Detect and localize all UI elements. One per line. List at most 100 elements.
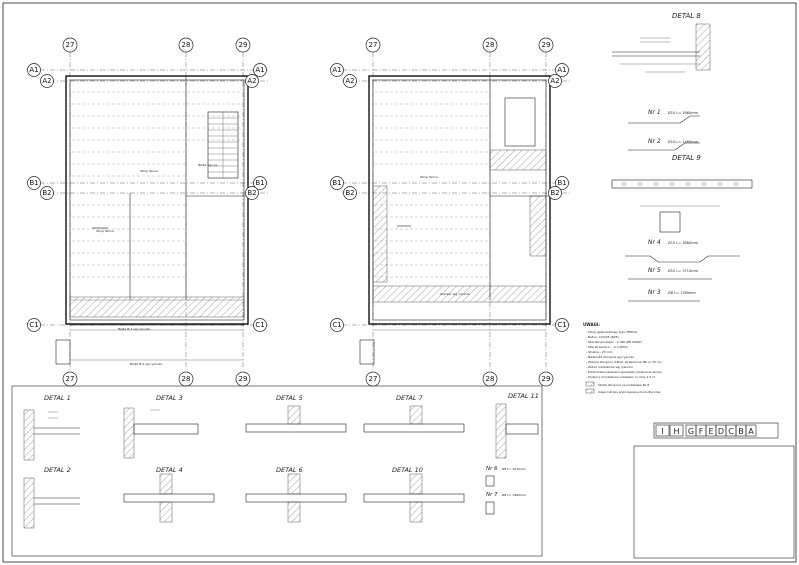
- axis-29-top-right: 29: [542, 41, 551, 49]
- bar-nr1-spec: Ø10 L= 1660mm: [668, 110, 699, 115]
- axis-A2-left-a: A2: [42, 77, 51, 85]
- detail-10: DETAL 10: [363, 466, 465, 523]
- title-block: I H G F E D C B A: [633, 422, 795, 559]
- bar-nr5-label: Nr 5: [648, 267, 661, 274]
- bar-nr3: Nr 3 Ø8 L= 1780mm: [628, 289, 700, 302]
- detail-7-title: DETAL 7: [396, 394, 424, 402]
- left-floor-plan: Strop Teriva Strop Teriva Belka wg rys. …: [40, 52, 268, 372]
- axis-29-bottom-right: 29: [542, 375, 551, 383]
- axis-B1-left-a: B1: [29, 179, 38, 187]
- bar-nr7-label: Nr 7: [486, 492, 498, 498]
- axis-29-top-left: 29: [239, 41, 248, 49]
- bar-nr1: Nr 1 Ø10 L= 1660mm: [628, 109, 700, 124]
- axis-A1-right-a: A1: [255, 66, 264, 74]
- notes-line-10: - Podpory montażowe rozstawić co max 1,5…: [586, 375, 655, 379]
- notes-line-7: - Wieńce zbrojone 4 Ø12, strzemiona Ø6 c…: [586, 359, 662, 364]
- bar-nr2-label: Nr 2: [648, 138, 661, 145]
- legend-hatched-zone: Strefa zbrojona na podstawie Nr 8: [598, 383, 649, 387]
- detail-4: DETAL 4: [123, 466, 215, 523]
- detail-6-title: DETAL 6: [276, 466, 303, 474]
- detail-11-title: DETAL 11: [508, 392, 539, 400]
- detail-8-title: DETAL 8: [672, 12, 701, 20]
- bar-nr7: Nr 7 Ø8 L= 1980mm: [485, 492, 526, 515]
- axis-27-top-left: 27: [66, 41, 75, 49]
- bar-nr4-spec: Ø10 L= 2660mm: [668, 240, 699, 245]
- detail-1-title: DETAL 1: [44, 394, 71, 402]
- revision-letter-D: D: [718, 427, 724, 436]
- axis-A2-right-a: A2: [247, 77, 256, 85]
- axis-28-bottom-right: 28: [486, 375, 495, 383]
- svg-text:Belka B-4 wg rysunku: Belka B-4 wg rysunku: [130, 362, 163, 366]
- detail-4-title: DETAL 4: [156, 466, 183, 474]
- axis-28-top-right: 28: [486, 41, 495, 49]
- axis-29-bottom-left: 29: [239, 375, 248, 383]
- svg-text:Belka wg rys.: Belka wg rys.: [198, 163, 218, 167]
- axis-28-bottom-left: 28: [182, 375, 191, 383]
- axis-B2-right-b: B2: [550, 189, 559, 197]
- detail-5-title: DETAL 5: [276, 394, 303, 402]
- detail-2-title: DETAL 2: [44, 466, 71, 474]
- detail-5: DETAL 5: [245, 394, 347, 433]
- axis-B1-right-b: B1: [557, 179, 566, 187]
- svg-text:Belka B-3 wg rysunku: Belka B-3 wg rysunku: [118, 327, 151, 331]
- detail-1: DETAL 1: [23, 394, 80, 461]
- bar-nr6: Nr 6 Ø8 L= 1610mm: [485, 466, 526, 487]
- notes-line-9: - Przed betonowaniem sprawdzić podparcie…: [586, 370, 662, 374]
- revision-letter-B: B: [738, 427, 744, 436]
- right-plan-axis-bubbles: 27 28 29 27 28 29 A1 A2 B1 B2 C1 A1 A2 B…: [330, 37, 569, 387]
- notes-line-3: - Stal zbrojeniowa: - A-IIIN (RB 500W): [586, 340, 642, 344]
- axis-A2-left-b: A2: [345, 77, 354, 85]
- bar-nr4-label: Nr 4: [648, 239, 661, 246]
- right-floor-plan: Strop Teriva Wieniec wg rysunku: [342, 52, 572, 372]
- bar-nr3-spec: Ø8 L= 1780mm: [668, 290, 696, 295]
- axis-C1-left-a: C1: [29, 321, 38, 329]
- axis-C1-right-b: C1: [557, 321, 566, 329]
- detail-3: DETAL 3: [123, 394, 199, 459]
- axis-C1-right-a: C1: [255, 321, 264, 329]
- revision-letter-H: H: [673, 427, 679, 436]
- detail-9-drawing: DETAL 9: [611, 154, 753, 233]
- notes-heading: UWAGI:: [583, 322, 600, 327]
- axis-B2-right-a: B2: [247, 189, 256, 197]
- axis-27-top-right: 27: [369, 41, 378, 49]
- axis-A2-right-b: A2: [550, 77, 559, 85]
- legend-monolithic-zone: Części stropu wykonywane monolitycznie: [598, 390, 660, 394]
- detail-8-drawing: DETAL 8: [612, 12, 711, 73]
- detail-3-title: DETAL 3: [156, 394, 183, 402]
- notes-line-1: - Strop gęstożebrowy typu TERIVA: [586, 330, 638, 334]
- left-plan-axis-bubbles: 27 28 29 27 28 29 A1 A2 B1 B2 C1 A1 A2 B…: [27, 37, 267, 387]
- detail-7: DETAL 7: [363, 394, 465, 433]
- revision-letter-C: C: [728, 427, 734, 436]
- notes-line-5: - Otulina - 25 mm: [586, 350, 613, 354]
- axis-B1-left-b: B1: [332, 179, 341, 187]
- general-notes: UWAGI: - Strop gęstożebrowy typu TERIVA …: [583, 322, 662, 394]
- axis-A1-left-a: A1: [29, 66, 38, 74]
- revision-letter-I: I: [661, 427, 663, 436]
- revision-letter-F: F: [699, 427, 704, 436]
- detail-9-title: DETAL 9: [672, 154, 701, 162]
- svg-text:Strop Teriva: Strop Teriva: [140, 169, 158, 173]
- revision-letter-E: E: [708, 427, 713, 436]
- svg-text:Wieniec wg rysunku: Wieniec wg rysunku: [440, 292, 470, 296]
- notes-line-2: - Beton: C20/25 (B25): [586, 335, 619, 339]
- detail-10-title: DETAL 10: [392, 466, 423, 474]
- bar-nr3-label: Nr 3: [648, 289, 661, 296]
- bar-nr2: Nr 2 Ø10 L= 1460mm: [628, 138, 700, 151]
- bar-nr4: Nr 4 Ø10 L= 2660mm: [625, 239, 740, 263]
- notes-line-4: - Stal strzemion: - A-I (St3S): [586, 345, 628, 349]
- bar-nr1-label: Nr 1: [648, 109, 661, 116]
- axis-A1-left-b: A1: [332, 66, 341, 74]
- notes-line-6: - Nadproża zbrojone wg rysunku: [586, 355, 634, 359]
- bar-nr6-spec: Ø8 L= 1610mm: [502, 466, 526, 471]
- detail-2: DETAL 2: [23, 466, 80, 529]
- axis-B2-left-a: B2: [42, 189, 51, 197]
- svg-text:Strop Teriva: Strop Teriva: [96, 229, 114, 233]
- bar-nr2-spec: Ø10 L= 1460mm: [668, 139, 699, 144]
- bar-nr5: Nr 5 Ø10 L= 3714mm: [628, 267, 712, 280]
- svg-text:Strop Teriva: Strop Teriva: [420, 175, 438, 179]
- axis-27-bottom-right: 27: [369, 375, 378, 383]
- bar-nr6-label: Nr 6: [486, 466, 498, 472]
- revision-letter-G: G: [688, 427, 694, 436]
